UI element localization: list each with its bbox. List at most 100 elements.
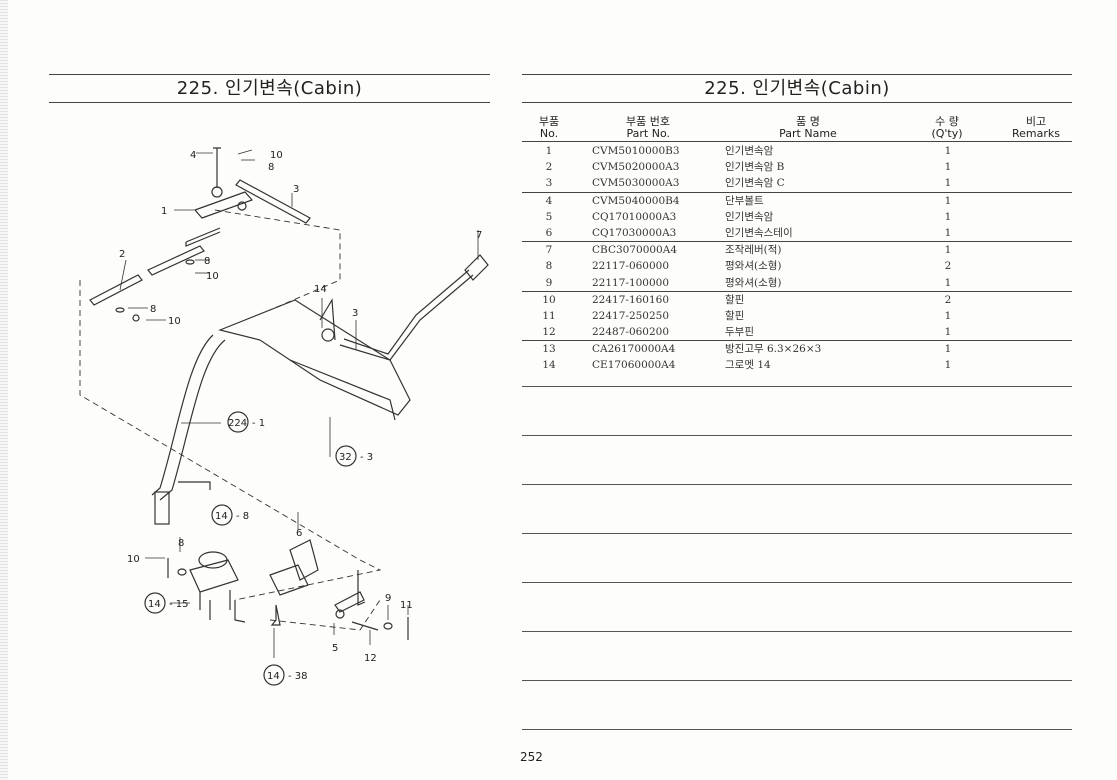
ref-224-suffix: - 1 [252,418,265,429]
cell-name: 할핀 [725,293,745,306]
cell-no: 1 [545,145,553,157]
table-row: 4 CVM5040000B4 단부볼트 1 [522,193,1072,209]
header-partno-en: Part No. [626,126,670,140]
label-2: 2 [119,249,125,260]
cell-qty: 1 [944,276,952,289]
header-part-name: 품 명 Part Name [766,116,850,140]
label-4: 4 [190,150,196,161]
cell-no: 6 [545,226,553,239]
table-row: 12 22487-060200 두부핀 1 [522,324,1072,342]
ref-14-suffix: - 8 [236,511,249,522]
cell-part-no: 22117-060000 [592,260,670,273]
cell-name: 할핀 [725,309,745,322]
header-remarks-ko: 비고 [1025,115,1047,128]
header-qty-en: (Q'ty) [931,126,963,140]
header-partno-ko: 부품 번호 [626,115,670,128]
table-row: 8 22117-060000 평와셔(소형) 2 [522,258,1072,274]
cell-part-no: 22117-100000 [592,276,670,289]
section-title-right: 225. 인기변속(Cabin) [522,74,1072,103]
cell-no: 9 [545,276,553,289]
cell-part-no: CE17060000A4 [592,359,676,372]
label-10: 10 [168,316,181,327]
cell-no: 10 [542,293,556,306]
ref-32: 32 [339,452,352,463]
cell-no: 7 [545,244,553,257]
cell-name: 단부볼트 [725,194,764,207]
cell-part-no: CQ17010000A3 [592,210,677,223]
cell-no: 14 [542,359,556,372]
label-11: 11 [400,600,413,611]
table-row: 11 22417-250250 할핀 1 [522,308,1072,324]
cell-no: 4 [545,194,553,207]
ref-14: 14 [215,511,228,522]
cell-name: 인기변속스테이 [725,226,793,239]
table-row: 9 22117-100000 평와셔(소형) 1 [522,275,1072,292]
table-row: 1 CVM5010000B3 인기변속암 1 [522,143,1072,159]
table-header-divider [522,141,1072,142]
cell-qty: 1 [944,226,952,239]
cell-name: 인기변속암 B [725,161,785,174]
cell-part-no: 22487-060200 [592,326,670,339]
header-remarks-en: Remarks [1012,126,1060,140]
header-qty-ko: 수 량 [935,115,959,128]
cell-part-no: 22417-250250 [592,309,670,322]
header-no-ko: 부품 [538,115,560,128]
cell-part-no: CQ17030000A3 [592,226,677,239]
exploded-parts-diagram: 4 10 8 3 1 2 8 10 7 14 3 8 10 10 8 6 9 1… [60,130,500,700]
label-14: 14 [314,284,327,295]
label-8: 8 [268,162,274,173]
label-12: 12 [364,653,377,664]
page-binding-edge [0,0,8,780]
label-10: 10 [270,150,283,161]
ref-224: 224 [228,418,247,429]
table-row: 2 CVM5020000A3 인기변속암 B 1 [522,159,1072,175]
label-3: 3 [352,308,358,319]
label-3: 3 [293,184,299,195]
cell-part-no: CBC3070000A4 [592,244,678,257]
label-7: 7 [476,230,482,241]
cell-qty: 1 [944,343,952,356]
parts-table: 1 CVM5010000B3 인기변속암 1 2 CVM5020000A3 인기… [522,143,1072,374]
cell-qty: 1 [944,161,952,174]
label-6: 6 [296,528,302,539]
cell-name: 두부핀 [725,326,754,339]
cell-qty: 2 [944,293,952,306]
cell-part-no: CVM5030000A3 [592,177,680,190]
cell-no: 13 [542,343,556,356]
cell-name: 인기변속암 [725,210,774,223]
table-row: 7 CBC3070000A4 조작레버(적) 1 [522,242,1072,258]
cell-part-no: CVM5010000B3 [592,145,680,157]
ruled-line [522,386,1072,387]
cell-name: 그로멧 14 [725,359,771,372]
cell-name: 인기변속암 C [725,177,785,190]
table-row: 5 CQ17010000A3 인기변속암 1 [522,209,1072,225]
ruled-line [522,680,1072,681]
cell-name: 인기변속암 [725,145,774,157]
ruled-line [522,435,1072,436]
cell-name: 평와셔(소형) [725,260,782,273]
cell-no: 3 [545,177,553,190]
cell-part-no: CA26170000A4 [592,343,676,356]
cell-qty: 1 [944,326,952,339]
label-10: 10 [127,554,140,565]
cell-no: 11 [542,309,556,322]
header-quantity: 수 량 (Q'ty) [926,116,968,140]
header-remarks: 비고 Remarks [1004,116,1068,140]
table-row: 3 CVM5030000A3 인기변속암 C 1 [522,175,1072,193]
label-10: 10 [206,271,219,282]
header-part-index: 부품 No. [532,116,566,140]
cell-no: 5 [545,210,553,223]
cell-no: 2 [545,161,553,174]
ref-14: 14 [148,599,161,610]
label-5: 5 [332,643,338,654]
cell-name: 평와셔(소형) [725,276,782,289]
cell-name: 방진고무 6.3×26×3 [725,343,822,356]
cell-part-no: 22417-160160 [592,293,670,306]
table-row: 14 CE17060000A4 그로멧 14 1 [522,357,1072,373]
table-row: 10 22417-160160 할핀 2 [522,292,1072,308]
ref-14-suffix: - 38 [288,671,308,682]
table-row: 6 CQ17030000A3 인기변속스테이 1 [522,225,1072,243]
header-name-ko: 품 명 [796,115,820,128]
cell-qty: 2 [944,260,952,273]
cell-qty: 1 [944,244,952,257]
